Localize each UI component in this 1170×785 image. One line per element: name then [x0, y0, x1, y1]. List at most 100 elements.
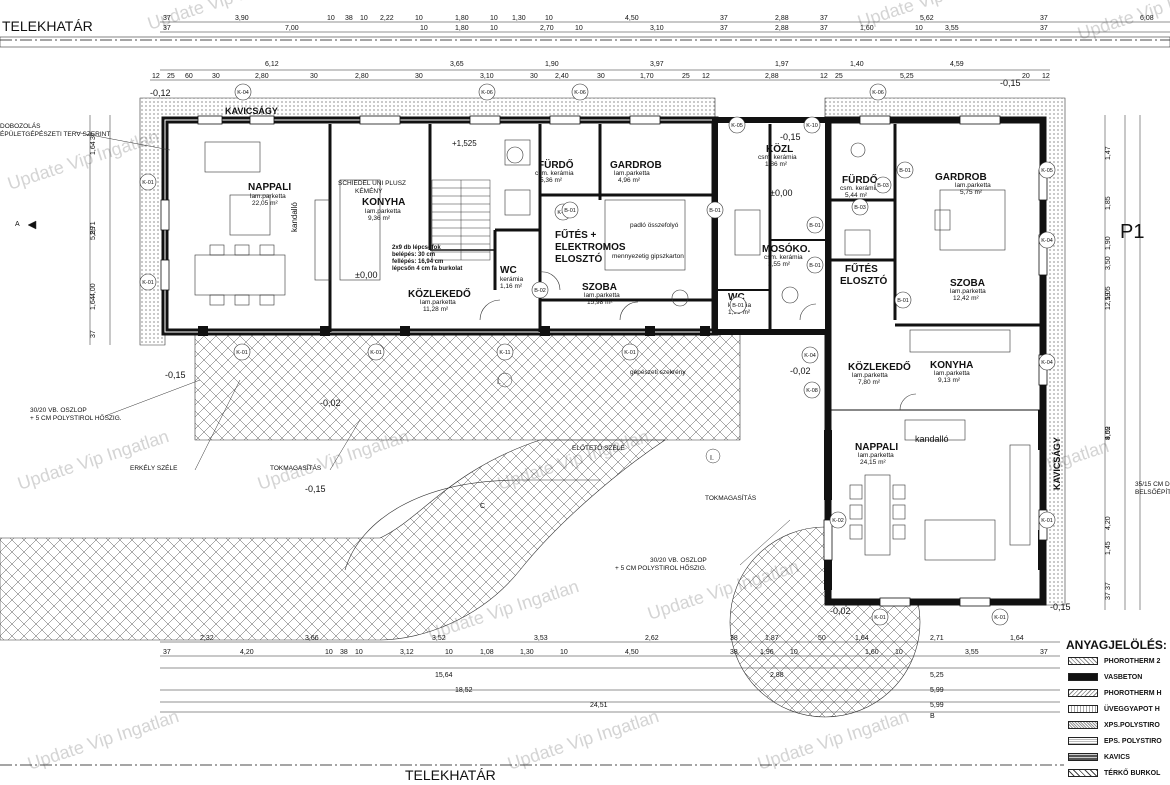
dimension-right: 4,20 — [1105, 516, 1112, 530]
element-tag: K-08 — [803, 381, 821, 399]
svg-text:B-01: B-01 — [809, 223, 821, 229]
svg-text:Update Vip Ingatlan: Update Vip Ingatlan — [15, 426, 171, 494]
legend: ANYAGJELÖLÉS: PHOROTHERM 2 VASBETON PHOR… — [1064, 636, 1170, 785]
svg-text:±0,00: ±0,00 — [355, 270, 377, 280]
svg-text:11,28 m²: 11,28 m² — [423, 306, 449, 313]
dimension-top-2: 37 — [820, 25, 828, 32]
element-tag: B-03 — [874, 176, 892, 194]
dimension-top-4: 2,80 — [355, 73, 369, 80]
element-tag: K-02 — [829, 511, 847, 529]
svg-text:ÉPÜLETGÉPÉSZETI TERV SZERINT: ÉPÜLETGÉPÉSZETI TERV SZERINT — [0, 129, 110, 138]
element-tag: K-01 — [621, 343, 639, 361]
dimension-top-2: 10 — [420, 25, 428, 32]
dimension-bottom-2: 10 — [355, 649, 363, 656]
svg-text:TOKMAGASÍTÁS: TOKMAGASÍTÁS — [270, 463, 322, 472]
dimension-top-2: 2,88 — [775, 25, 789, 32]
svg-text:K-05: K-05 — [1041, 168, 1053, 174]
dimension-top-4: 30 — [212, 73, 220, 80]
element-tag: K-06 — [869, 83, 887, 101]
svg-text:B-03: B-03 — [854, 205, 866, 211]
dimension-top-1: 37 — [163, 15, 171, 22]
dimension-top-4: 12 — [1042, 73, 1050, 80]
svg-text:WC: WC — [500, 265, 517, 276]
svg-text:lam.parketta: lam.parketta — [250, 193, 286, 200]
element-tag: K-01 — [1038, 511, 1056, 529]
svg-text:KONYHA: KONYHA — [930, 360, 973, 371]
fence-top — [0, 36, 1170, 48]
svg-text:K-02: K-02 — [832, 518, 844, 524]
element-tag: K-01 — [367, 343, 385, 361]
svg-text:KONYHA: KONYHA — [362, 197, 405, 208]
svg-text:belépés: 30 cm: belépés: 30 cm — [392, 252, 435, 258]
dimension-right: 1,47 — [1105, 146, 1112, 160]
svg-text:gépészeti szekrény: gépészeti szekrény — [630, 369, 686, 376]
element-tag: K-10 — [803, 116, 821, 134]
dimension-bottom-2: 10 — [445, 649, 453, 656]
dimension-top-1: 10 — [360, 15, 368, 22]
dimension-right: 12,59 — [1105, 292, 1112, 310]
element-tag: K-01 — [871, 608, 889, 626]
plot-label: P1 — [1120, 221, 1144, 243]
svg-text:9,36 m²: 9,36 m² — [368, 215, 391, 222]
svg-text:K-04: K-04 — [1041, 238, 1053, 244]
terrace-paving — [0, 332, 921, 718]
svg-text:KÖZL: KÖZL — [766, 142, 793, 155]
annotation-leaders — [27, 131, 791, 566]
dimension-right: 1,85 — [1105, 196, 1112, 210]
svg-text:DOBOZOLÁS: DOBOZOLÁS — [0, 121, 41, 130]
svg-text:K-04: K-04 — [1041, 360, 1053, 366]
svg-text:FÜRDŐ: FÜRDŐ — [538, 158, 574, 171]
dimension-bottom-1: 50 — [818, 635, 826, 642]
dimension-bottom-3: 5,25 — [930, 672, 944, 679]
staircase — [431, 179, 491, 261]
furniture-right — [734, 142, 1031, 561]
svg-text:csm. kerámia: csm. kerámia — [840, 185, 879, 192]
dimension-right: 3,50 — [1105, 256, 1112, 270]
dimension-top-2: 2,70 — [540, 25, 554, 32]
svg-text:9,13 m²: 9,13 m² — [938, 377, 961, 384]
svg-text:4,96 m²: 4,96 m² — [618, 177, 641, 184]
svg-text:I.: I. — [710, 455, 714, 462]
dimension-top-4: 12 — [152, 73, 160, 80]
dimension-top-2: 37 — [720, 25, 728, 32]
dimension-top-4: 2,80 — [255, 73, 269, 80]
dimension-bottom-2: 10 — [895, 649, 903, 656]
dimension-bottom-1: 2,62 — [645, 635, 659, 642]
legend-item: XPS.POLYSTIRO — [1068, 720, 1160, 730]
dimension-top-1: 1,30 — [512, 15, 526, 22]
legend-item: EPS. POLYSTIRO — [1068, 736, 1162, 746]
element-tag: K-01 — [233, 343, 251, 361]
dimension-top-2: 7,00 — [285, 25, 299, 32]
element-tag: B-03 — [851, 198, 869, 216]
dimension-bottom-1: 2,32 — [200, 635, 214, 642]
dimension-top-1: 5,62 — [920, 15, 934, 22]
dimension-bottom-2: 3,55 — [965, 649, 979, 656]
dimension-top-4: 30 — [415, 73, 423, 80]
svg-text:1,86 m²: 1,86 m² — [765, 161, 788, 168]
dimension-top-4: 25 — [682, 73, 690, 80]
svg-text:K-10: K-10 — [806, 123, 818, 129]
element-tag: B-01 — [706, 201, 724, 219]
svg-text:SZOBA: SZOBA — [950, 278, 985, 289]
svg-text:5,36 m²: 5,36 m² — [540, 177, 563, 184]
svg-text:+1,525: +1,525 — [452, 139, 477, 148]
svg-text:ELOSZTÓ: ELOSZTÓ — [840, 274, 887, 287]
svg-text:SCHIEDEL UNI PLUSZ: SCHIEDEL UNI PLUSZ — [338, 180, 406, 187]
dimension-left: 37 — [90, 330, 97, 338]
svg-text:-0,15: -0,15 — [1050, 602, 1071, 612]
dimension-top-1: 10 — [415, 15, 423, 22]
svg-text:-0,12: -0,12 — [150, 88, 171, 98]
svg-text:-0,02: -0,02 — [790, 366, 811, 376]
svg-text:KÖZLEKEDŐ: KÖZLEKEDŐ — [408, 287, 471, 300]
svg-text:K-01: K-01 — [142, 180, 154, 186]
svg-text:B-01: B-01 — [897, 298, 909, 304]
svg-text:Update Vip Ingatlan: Update Vip Ingatlan — [25, 706, 181, 774]
svg-text:B-01: B-01 — [899, 168, 911, 174]
svg-text:K-04: K-04 — [237, 90, 249, 96]
svg-text:ELŐTETŐ SZÉLE: ELŐTETŐ SZÉLE — [572, 443, 625, 452]
svg-text:GARDROB: GARDROB — [935, 172, 987, 183]
legend-item: KAVICS — [1068, 752, 1130, 762]
svg-text:A: A — [15, 221, 20, 228]
dimension-bottom-2: 1,30 — [520, 649, 534, 656]
